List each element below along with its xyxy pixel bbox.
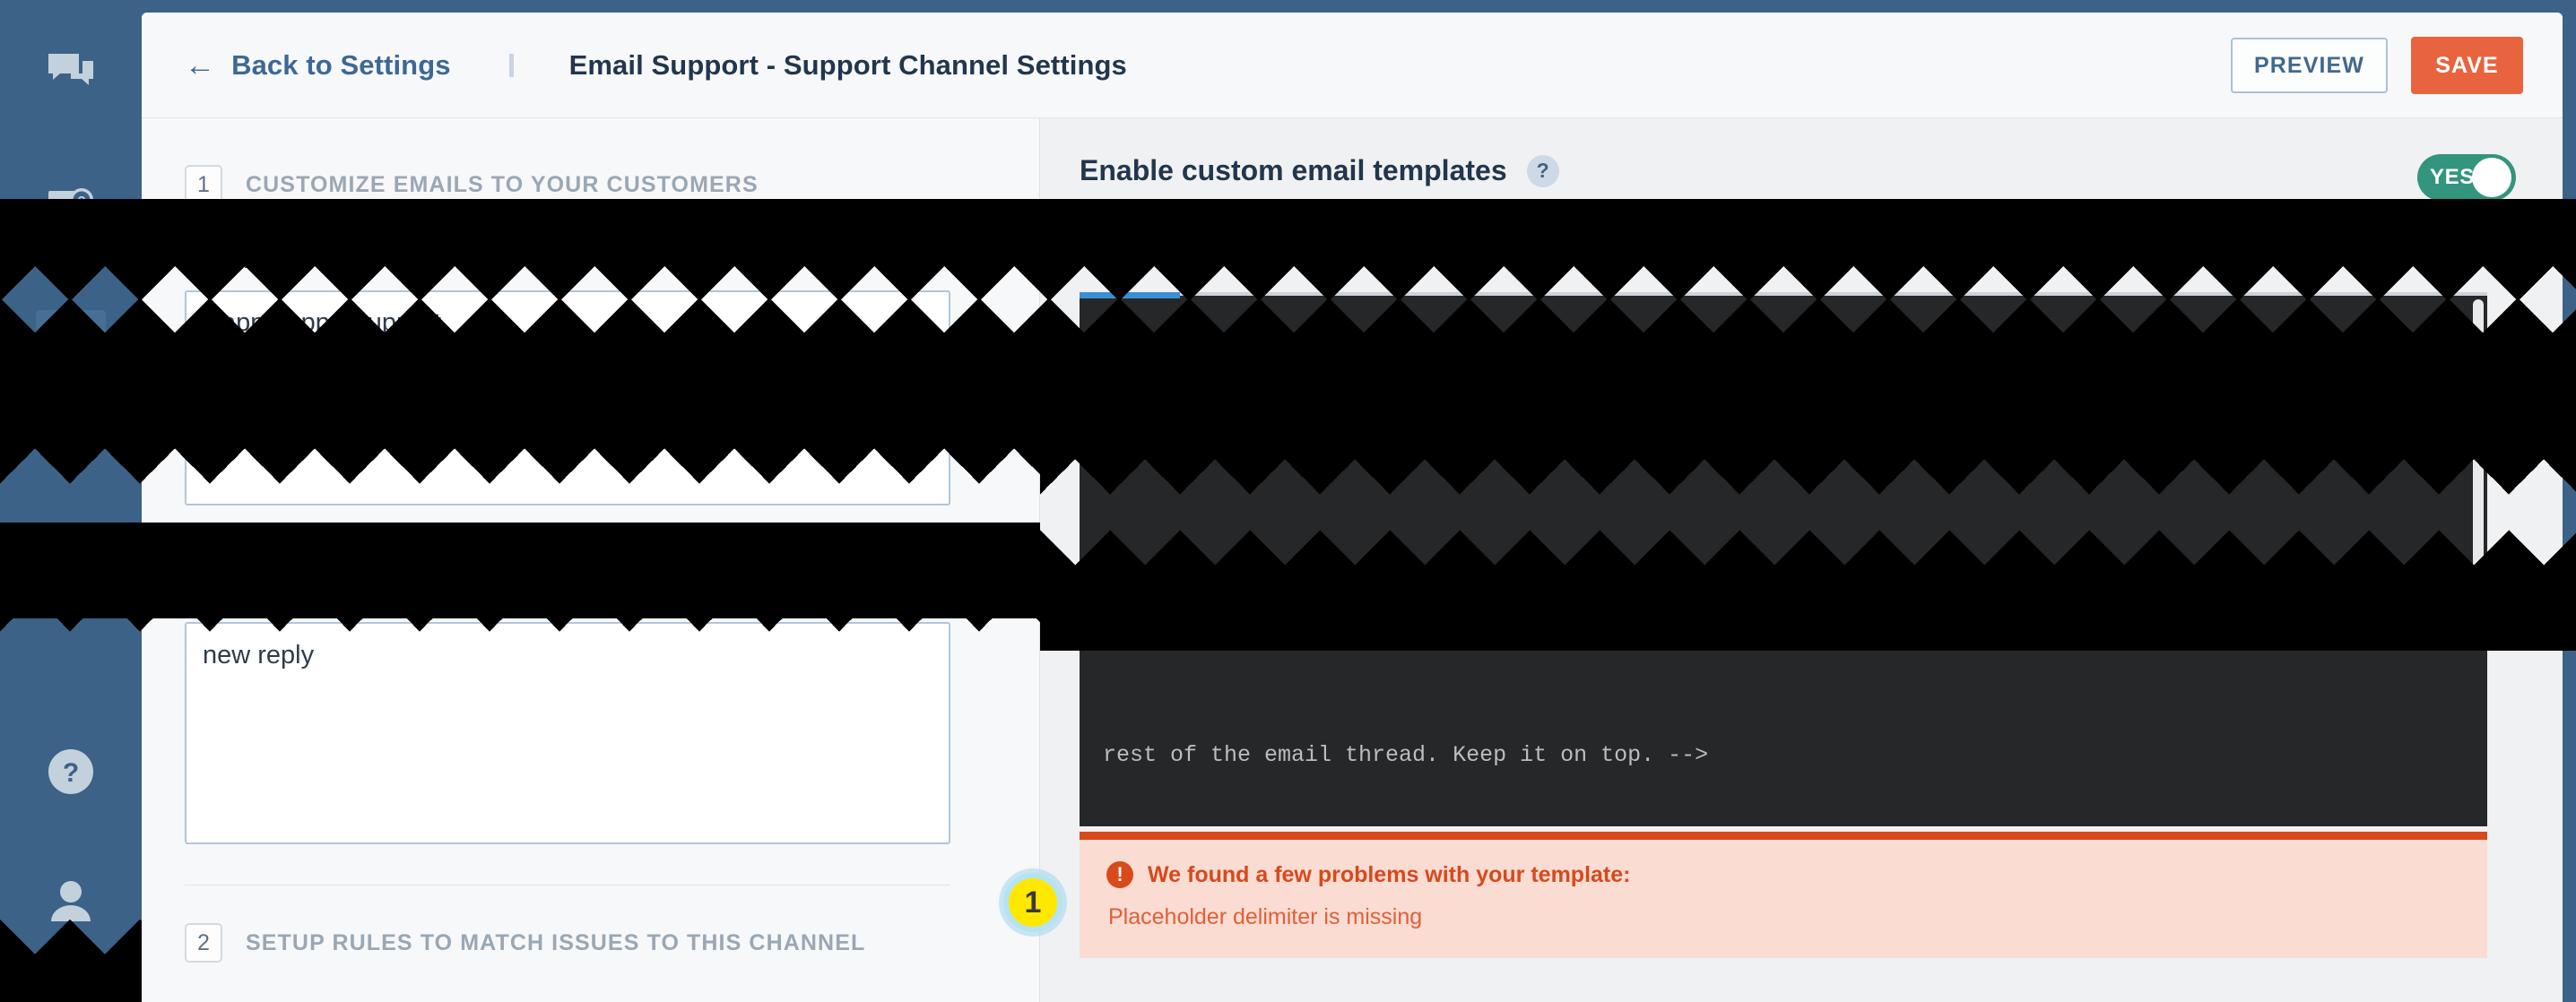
sidebar-item-conversations[interactable] [36, 38, 106, 108]
back-to-settings-link[interactable]: ← Back to Settings [185, 49, 451, 82]
user-avatar-icon [48, 880, 94, 921]
editor-tabs-row: HTML ! PLAIN TEXT [1080, 228, 2516, 283]
callout-badge-1: 1 [1003, 873, 1062, 932]
from-email-label-row: From ? [185, 394, 950, 427]
template-help-icon[interactable]: ? [1526, 154, 1559, 187]
html-code-editor[interactable]: <!-- delimiter: When a customer replies,… [1080, 296, 2487, 826]
code-line: When a customer replies, this line helps… [1103, 626, 2355, 652]
from-name-input[interactable] [185, 290, 950, 355]
sidebar-item-help[interactable]: ? [36, 737, 106, 807]
template-header-row: Enable custom email templates ? YES [1080, 154, 2516, 201]
auto-response-help-icon[interactable]: ? [511, 575, 544, 608]
svg-text:?: ? [77, 194, 85, 209]
save-button[interactable]: SAVE [2411, 37, 2523, 94]
main-card: ← Back to Settings Email Support - Suppo… [142, 13, 2563, 1002]
field-from-name: From Name ? [185, 244, 950, 355]
sidebar-nav: ? [0, 0, 142, 1002]
code-line: rest of the email thread. Keep it on top… [1103, 742, 1709, 768]
svg-text:?: ? [63, 758, 79, 788]
editor-toolbar-icons: ? [2324, 233, 2516, 278]
code-line [1103, 505, 2464, 543]
section-header-1: 1 CUSTOMIZE EMAILS TO YOUR CUSTOMERS [185, 165, 1039, 204]
section-title-1: CUSTOMIZE EMAILS TO YOUR CUSTOMERS [246, 171, 759, 197]
page-title: Email Support - Support Channel Settings [568, 48, 1127, 81]
topbar: ← Back to Settings Email Support - Suppo… [142, 13, 2563, 118]
topbar-divider [508, 53, 514, 77]
auto-response-label: Auto-Response Message [185, 576, 494, 606]
from-name-help-icon[interactable]: ? [345, 244, 378, 276]
template-error-head: ! We found a few problems with your temp… [1106, 861, 2460, 888]
sidebar-item-reports[interactable] [36, 310, 106, 380]
tab-html-label: HTML [1080, 243, 1149, 270]
section-title-2: SETUP RULES TO MATCH ISSUES TO THIS CHAN… [246, 929, 866, 955]
alert-circle-icon: ! [1106, 861, 1133, 888]
section-header-2: 2 SETUP RULES TO MATCH ISSUES TO THIS CH… [185, 923, 1039, 963]
back-to-settings-label: Back to Settings [231, 48, 451, 81]
template-error-panel: ! We found a few problems with your temp… [1080, 840, 2487, 958]
step-number-2: 2 [185, 923, 222, 963]
tab-html[interactable]: HTML ! [1080, 243, 1187, 283]
from-name-label-row: From Name ? [185, 244, 950, 276]
settings-form-pane: 1 CUSTOMIZE EMAILS TO YOUR CUSTOMERS Fro… [142, 118, 1040, 1002]
topbar-actions: PREVIEW SAVE [2231, 13, 2523, 118]
field-auto-response: Auto-Response Message ? new reply [185, 575, 950, 849]
editor-scrollbar[interactable] [2473, 299, 2484, 568]
sidebar-item-account[interactable] [36, 866, 106, 936]
code-editor-wrap: <!-- delimiter: When a customer replies,… [1080, 292, 2487, 958]
template-title: Enable custom email templates [1080, 154, 1507, 186]
auto-response-textarea[interactable]: new reply [185, 622, 950, 844]
arrow-left-icon: ← [185, 48, 216, 82]
tab-plain-text-label: PLAIN TEXT [1245, 243, 1392, 270]
auto-response-label-row: Auto-Response Message ? [185, 575, 950, 608]
from-email-help-icon[interactable]: ? [267, 394, 300, 427]
error-band [1080, 832, 2487, 840]
tab-html-error-badge: ! [1161, 244, 1187, 270]
from-name-label: From Name [185, 245, 328, 274]
field-from-email: From ? [185, 394, 950, 505]
document-question-icon: ? [48, 187, 94, 230]
svg-text:?: ? [2493, 240, 2506, 264]
editor-tabs: HTML ! PLAIN TEXT [1080, 228, 1392, 283]
help-circle-icon: ? [48, 748, 94, 795]
sidebar-top-group: ? [36, 38, 106, 380]
email-template-pane: Enable custom email templates ? YES HTML… [1040, 118, 2563, 1002]
template-error-title: We found a few problems with your templa… [1148, 861, 1631, 887]
template-error-detail: Placeholder delimiter is missing [1108, 904, 1423, 929]
help-circle-icon[interactable]: ? [2482, 234, 2516, 268]
insert-placeholder-icon[interactable] [2324, 233, 2355, 269]
tab-plain-text[interactable]: PLAIN TEXT [1245, 243, 1392, 283]
enable-templates-toggle[interactable]: YES [2417, 154, 2516, 201]
sidebar-bottom-group: ? [0, 737, 142, 936]
preview-button[interactable]: PREVIEW [2231, 38, 2388, 93]
toggle-knob [2472, 158, 2511, 197]
from-email-input[interactable] [185, 441, 950, 505]
gear-icon[interactable] [2401, 234, 2435, 268]
chat-bubbles-icon [48, 53, 94, 92]
from-email-label: From [185, 395, 250, 425]
sidebar-item-knowledge-base[interactable]: ? [36, 174, 106, 244]
bar-chart-icon [50, 327, 91, 363]
template-title-wrap: Enable custom email templates ? [1080, 154, 1559, 187]
toggle-label: YES [2430, 165, 2475, 189]
body-split: 1 CUSTOMIZE EMAILS TO YOUR CUSTOMERS Fro… [142, 118, 2563, 1002]
step-number-1: 1 [185, 165, 222, 204]
tab-active-underline [1080, 292, 1180, 298]
code-line: <!-- delimiter: [1103, 395, 1521, 421]
